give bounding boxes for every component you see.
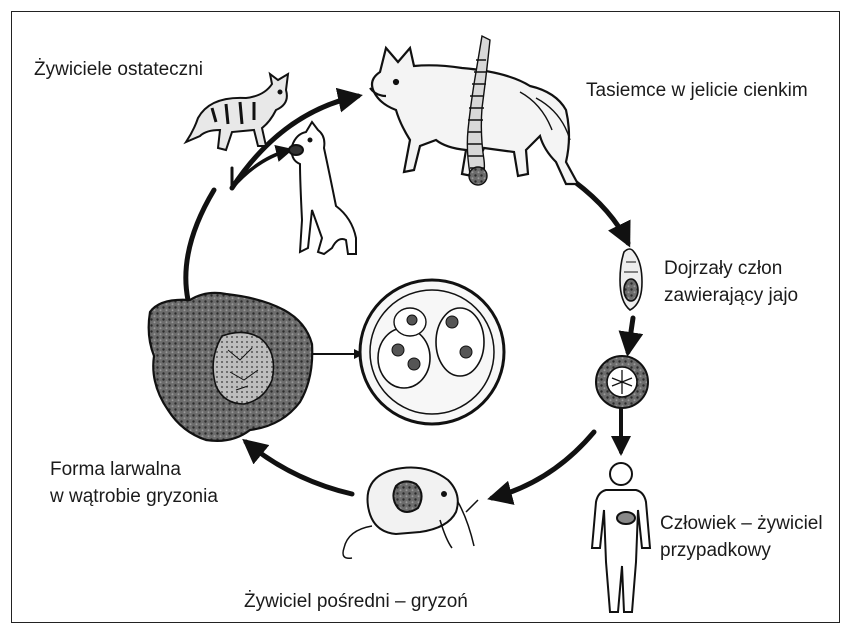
rodent-icon [343, 468, 478, 559]
label-adult-tapeworms: Tasiemce w jelicie cienkim [586, 77, 808, 104]
arrow-egg-to-rodent [492, 432, 594, 498]
label-accidental-host-line1: Człowiek – żywiciel [660, 510, 823, 537]
proglottid-icon [620, 249, 642, 310]
liver-icon [149, 293, 313, 441]
arrow-rodent-to-liver [246, 442, 352, 494]
label-mature-segment-line1: Dojrzały człon [664, 255, 782, 282]
arrow-fox-to-segment [575, 182, 628, 243]
label-intermediate-host: Żywiciel pośredni – gryzoń [244, 588, 468, 615]
hydatid-cyst-icon [360, 280, 504, 424]
label-larval-form-line2: w wątrobie gryzonia [50, 483, 218, 510]
dog-icon [289, 122, 356, 254]
human-figure-icon [592, 463, 650, 612]
label-accidental-host-line2: przypadkowy [660, 537, 771, 564]
label-definitive-hosts: Żywiciele ostateczni [34, 56, 203, 83]
egg-icon [596, 356, 648, 408]
arrow-segment-to-egg [628, 318, 633, 352]
arrow-to-dog [232, 150, 290, 188]
label-larval-form-line1: Forma larwalna [50, 456, 181, 483]
arrow-liver-to-hosts [186, 190, 214, 300]
label-mature-segment-line2: zawierający jajo [664, 282, 798, 309]
